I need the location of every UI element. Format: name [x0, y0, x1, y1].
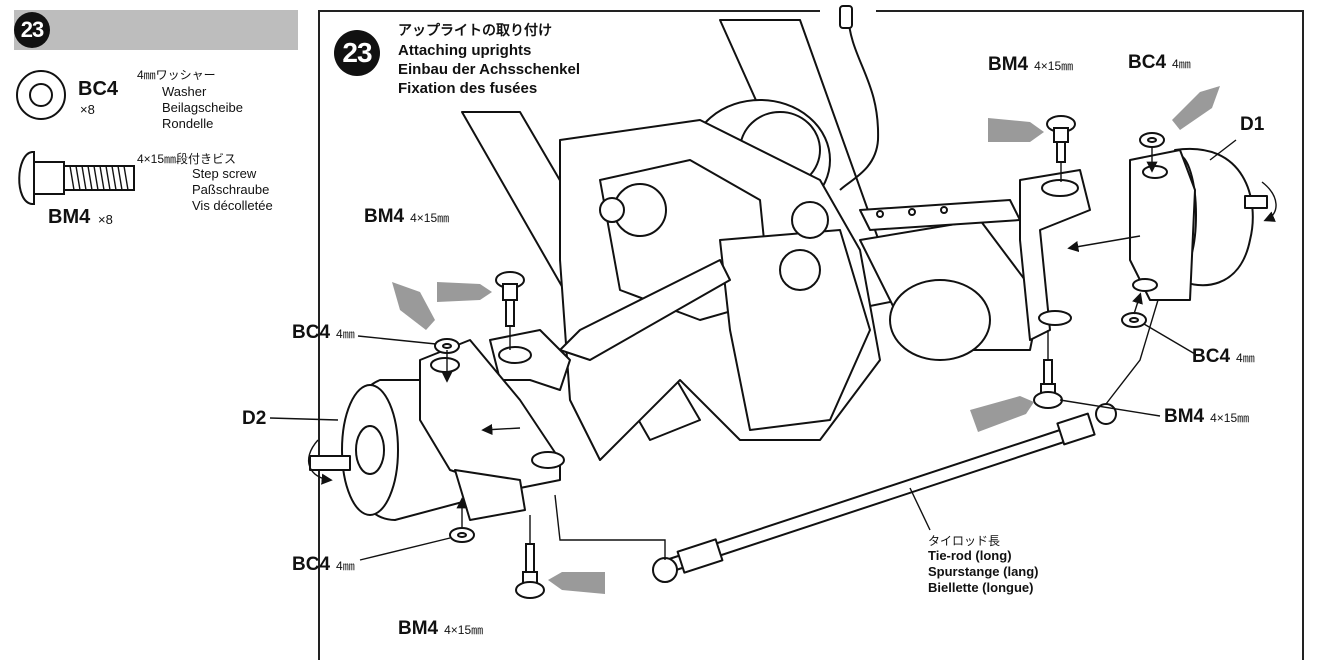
callout-size: 4㎜	[1172, 57, 1191, 71]
diagram-step-badge: 23	[334, 30, 380, 76]
callout-bm4-bottom: BM4 4×15㎜	[398, 618, 483, 640]
callout-d1: D1	[1240, 114, 1265, 135]
step-number-badge: 23	[14, 12, 50, 48]
title-fr: Fixation des fusées	[398, 80, 538, 97]
tie-rod-name-fr: Biellette (longue)	[928, 580, 1034, 595]
callout-size: 4㎜	[336, 559, 355, 573]
screw-name-de: Paßschraube	[192, 182, 270, 197]
callout-code: BC4	[1192, 346, 1231, 367]
washer-code: BC4	[78, 78, 119, 100]
callout-size: 4×15㎜	[1034, 59, 1074, 73]
callout-code: BM4	[988, 54, 1029, 75]
callout-bm4-lower-right: BM4 4×15㎜	[1164, 406, 1249, 428]
title-jp: アップライトの取り付け	[398, 22, 552, 38]
screw-name-jp: 4×15㎜段付きビス	[137, 152, 237, 166]
callout-bm4-upper-left: BM4 4×15㎜	[364, 206, 449, 228]
callout-code: BC4	[1128, 52, 1167, 73]
washer-name-en: Washer	[162, 84, 207, 99]
washer-icon	[16, 70, 66, 120]
callout-size: 4㎜	[1236, 351, 1255, 365]
screw-qty: ×8	[98, 212, 113, 227]
tie-rod-name-jp: タイロッド長	[928, 534, 1001, 548]
callout-bm4-upper-right: BM4 4×15㎜	[988, 54, 1073, 76]
title-de: Einbau der Achsschenkel	[398, 61, 581, 78]
callout-bc4-lower-right: BC4 4㎜	[1192, 346, 1255, 368]
callout-size: 4×15㎜	[1210, 411, 1250, 425]
callout-size: 4×15㎜	[410, 211, 450, 225]
washer-name-fr: Rondelle	[162, 116, 214, 131]
washer-name-jp: 4㎜ワッシャー	[137, 68, 216, 82]
screw-name-fr: Vis décolletée	[192, 198, 273, 213]
screw-code: BM4	[48, 206, 91, 228]
washer-qty: ×8	[80, 102, 95, 117]
callout-code: BC4	[292, 322, 331, 343]
screw-name-en: Step screw	[192, 166, 257, 181]
callout-code: BC4	[292, 554, 331, 575]
callout-code: BM4	[398, 618, 439, 639]
callout-d2: D2	[242, 408, 267, 429]
tie-rod-name-en: Tie-rod (long)	[928, 548, 1012, 563]
callout-size: 4㎜	[336, 327, 355, 341]
tie-rod-name-de: Spurstange (lang)	[928, 564, 1039, 579]
callout-code: BM4	[364, 206, 405, 227]
step-screw-icon	[18, 151, 135, 205]
callout-bc4-lower-left: BC4 4㎜	[292, 554, 355, 576]
callout-bc4-upper-right: BC4 4㎜	[1128, 52, 1191, 74]
washer-name-de: Beilagscheibe	[162, 100, 243, 115]
callout-bc4-left: BC4 4㎜	[292, 322, 355, 344]
step-header-bar	[14, 10, 298, 50]
callout-size: 4×15㎜	[444, 623, 484, 637]
callout-code: BM4	[1164, 406, 1205, 427]
diagram-frame	[318, 10, 1304, 660]
title-en: Attaching uprights	[398, 42, 532, 59]
